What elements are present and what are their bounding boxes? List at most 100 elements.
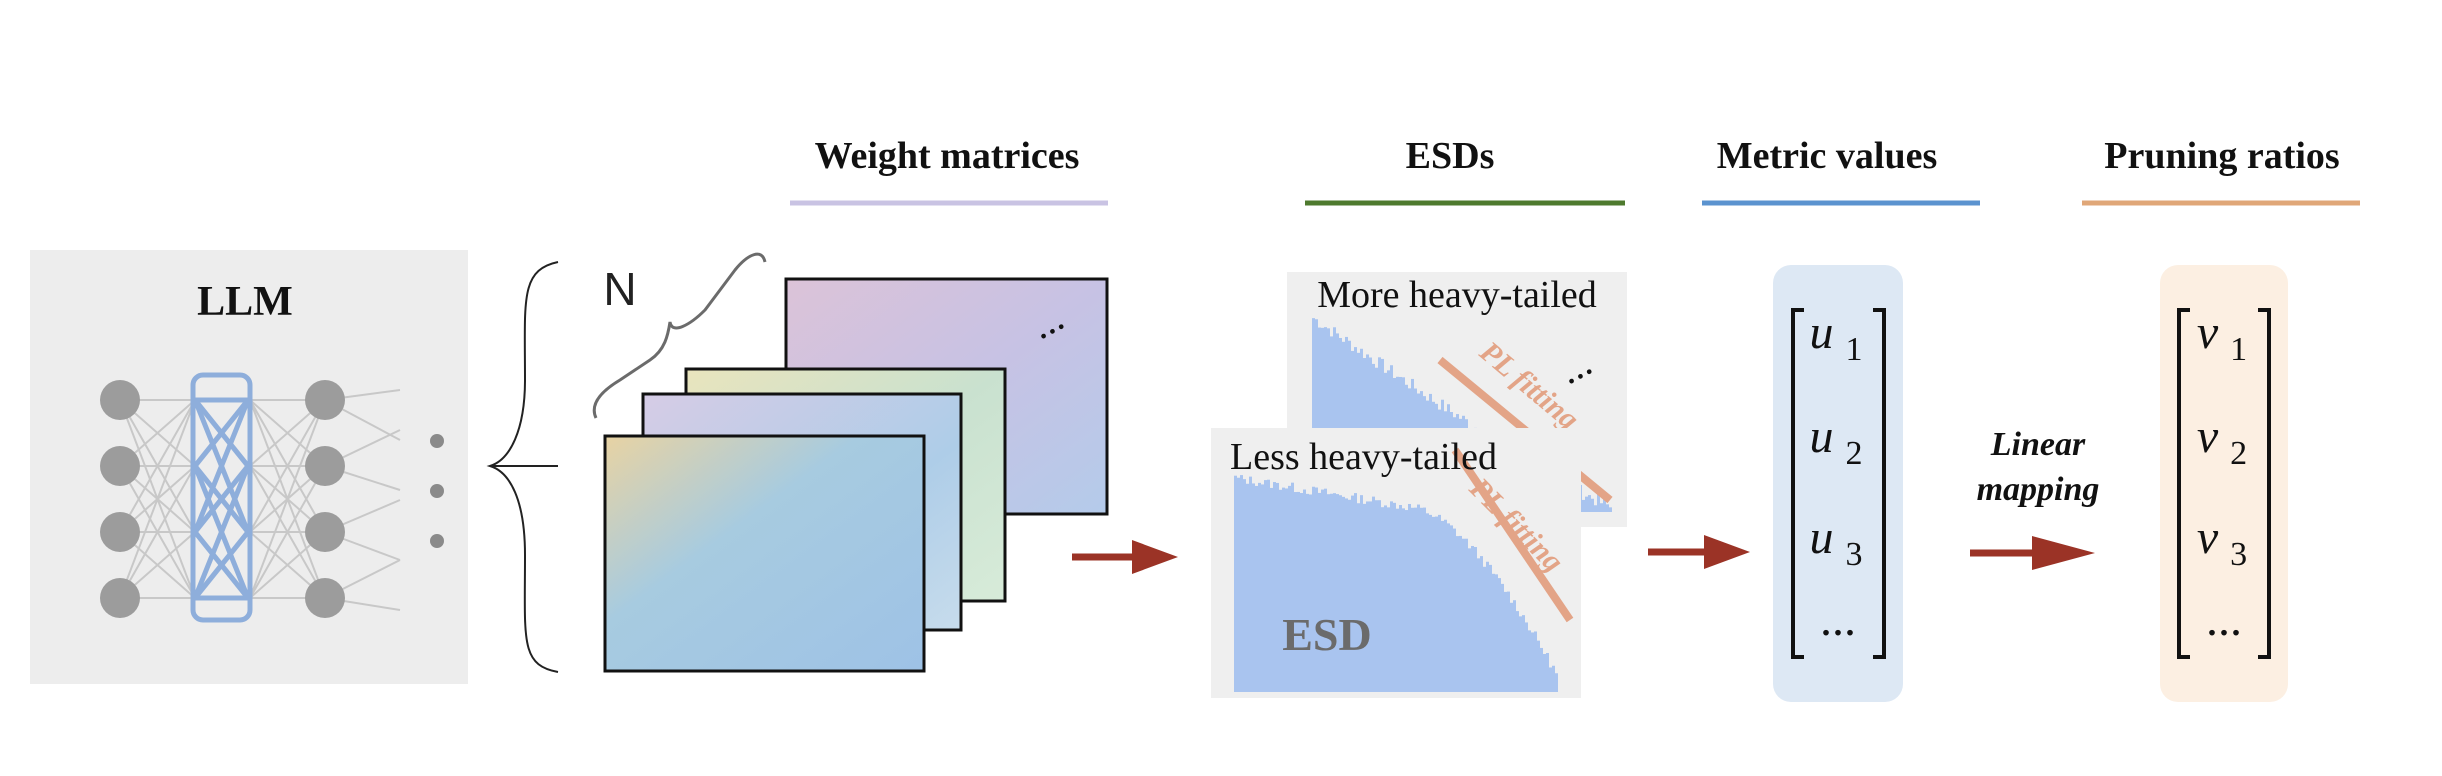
pruning-ratios-box: [2160, 265, 2288, 702]
bracket-icon: [1791, 308, 1886, 659]
esd-bar: [1360, 495, 1363, 692]
esd-bar: [1423, 507, 1426, 692]
pruning-ratio-3: v 3: [2197, 511, 2247, 573]
esd-bar: [1237, 477, 1240, 692]
esd-bar: [1351, 495, 1354, 692]
esd-bar: [1519, 616, 1522, 692]
esd-bar: [1393, 502, 1396, 692]
esd-bar: [1327, 328, 1330, 512]
esd-bar: [1318, 492, 1321, 692]
esd-bar: [1582, 499, 1585, 512]
esd-bar: [1252, 483, 1255, 692]
header-esds: ESDs: [1406, 135, 1495, 177]
esd-bar: [1333, 327, 1336, 512]
esd-bar: [1330, 336, 1333, 512]
esd-bar: [1318, 327, 1321, 512]
pruning-ratio-1-text: v: [2197, 306, 2219, 359]
pruning-ratio-1: v 1: [2197, 306, 2247, 368]
esd-bar: [1459, 535, 1462, 692]
esd-bar: [1369, 501, 1372, 692]
esd-bar: [1312, 318, 1315, 512]
llm-ellipsis-icon: [430, 434, 444, 548]
esd-back-title: More heavy-tailed: [1317, 274, 1597, 316]
esd-bar: [1378, 500, 1381, 692]
esd-front-title: Less heavy-tailed: [1230, 436, 1497, 478]
esd-bar: [1267, 479, 1270, 692]
esd-bar: [1324, 327, 1327, 512]
esd-bar: [1465, 538, 1468, 692]
esd-bar: [1387, 507, 1390, 692]
esd-bar: [1477, 558, 1480, 692]
esd-bar: [1507, 591, 1510, 692]
subscript-index: 3: [1846, 536, 1863, 573]
esd-bar: [1408, 503, 1411, 692]
esd-bar: [1345, 336, 1348, 512]
esd-bar: [1336, 494, 1339, 692]
esd-bar: [1438, 514, 1441, 692]
esd-bar: [1603, 498, 1606, 512]
esd-bar: [1543, 653, 1546, 692]
esd-bar: [1249, 476, 1252, 692]
count-brace-icon: [592, 252, 767, 419]
esd-bar: [1315, 319, 1318, 512]
esd-front-caption: ESD: [1282, 609, 1371, 660]
esd-bar: [1258, 482, 1261, 692]
esd-bar: [1516, 611, 1519, 692]
esd-bar: [1411, 507, 1414, 692]
esd-bar: [1429, 514, 1432, 692]
esd-bar: [1609, 507, 1612, 512]
esd-bar: [1357, 503, 1360, 692]
metric-value-1-text: u: [1810, 306, 1834, 359]
esd-bar: [1348, 499, 1351, 692]
esd-bar: [1480, 556, 1483, 692]
mapping-label-line2: mapping: [1977, 471, 2100, 508]
esd-bar: [1534, 631, 1537, 692]
esd-bar: [1450, 525, 1453, 692]
esd-bar: [1390, 501, 1393, 692]
esd-bar: [1327, 494, 1330, 692]
esd-bar: [1474, 547, 1477, 692]
esd-bar: [1339, 337, 1342, 512]
esd-bar: [1276, 482, 1279, 692]
esd-bar: [1420, 507, 1423, 692]
metric-value-3-text: u: [1810, 511, 1834, 564]
esd-panel-front: PL fitting Less heavy-tailed ESD: [1211, 428, 1581, 698]
esd-bar: [1432, 516, 1435, 692]
bracket-icon: [2177, 308, 2271, 659]
esd-bar: [1345, 498, 1348, 692]
metric-value-ellipsis: ...: [1820, 593, 1856, 646]
llm-title: LLM: [197, 279, 293, 325]
pruning-ratio-2: v 2: [2197, 410, 2247, 472]
esd-bar: [1234, 475, 1237, 692]
esd-bar: [1471, 545, 1474, 692]
subscript-index: 1: [2230, 331, 2247, 368]
esd-bar: [1291, 482, 1294, 692]
arrow-right-icon: [1072, 540, 1178, 574]
esd-bar: [1315, 487, 1318, 692]
subscript-index: 2: [1846, 435, 1863, 472]
esd-bar: [1306, 493, 1309, 692]
esd-bar: [1600, 503, 1603, 512]
esd-bar: [1342, 496, 1345, 692]
esd-bar: [1288, 485, 1291, 692]
esd-bar: [1279, 489, 1282, 692]
esd-bar: [1366, 501, 1369, 692]
esd-bar: [1495, 574, 1498, 692]
esd-bar: [1444, 519, 1447, 692]
esd-bar: [1309, 494, 1312, 692]
esd-bar: [1321, 489, 1324, 692]
esd-bar: [1468, 548, 1471, 692]
esd-bar: [1606, 504, 1609, 512]
esd-bar: [1597, 494, 1600, 512]
esd-bar: [1540, 647, 1543, 692]
esd-bar: [1300, 493, 1303, 692]
metric-value-1: u 1: [1810, 306, 1863, 368]
esd-bar: [1330, 493, 1333, 692]
esd-bar: [1333, 493, 1336, 692]
esd-bar: [1342, 341, 1345, 512]
esd-bar: [1375, 500, 1378, 692]
metric-value-3: u 3: [1810, 511, 1863, 573]
metric-value-2-text: u: [1810, 410, 1834, 463]
